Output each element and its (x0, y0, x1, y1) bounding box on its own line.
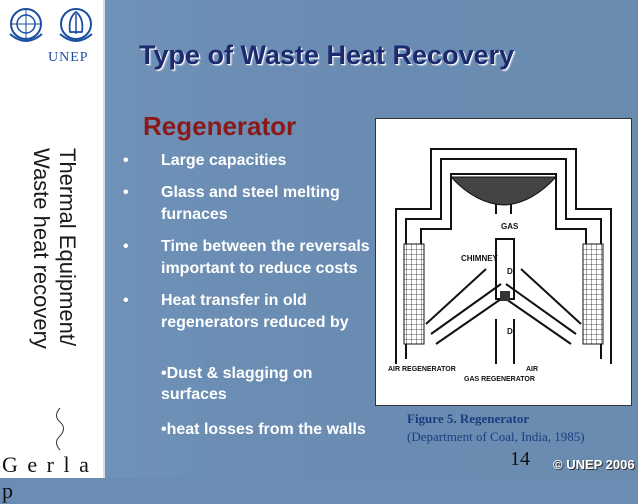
sub-bullet-item: •heat losses from the walls (161, 421, 366, 438)
unep-label: UNEP (48, 50, 89, 65)
left-panel: UNEP Thermal Equipment/ Waste heat recov… (0, 0, 105, 503)
slide-subtitle: Regenerator (143, 111, 297, 141)
label-gas-regenerator: GAS REGENERATOR (464, 376, 535, 383)
figure-caption-source: (Department of Coal, India, 1985) (407, 429, 585, 444)
gerlap-ornament-icon (56, 408, 64, 451)
label-damper-top: D (507, 267, 513, 276)
label-gas-top: GAS (501, 222, 519, 231)
bullet-marker: • (123, 238, 129, 255)
gerlap-logo-text: G e r l a p (2, 452, 91, 503)
bullet-text: Glass and steel melting furnaces (161, 184, 340, 223)
sub-bullet-list: •Dust & slagging on surfaces •heat losse… (161, 363, 371, 454)
sub-bullet-item: •Dust & slagging on surfaces (161, 365, 313, 403)
figure-caption: Figure 5. Regenerator (Department of Coa… (407, 410, 585, 446)
vertical-title-line-2: Waste heat recovery (29, 148, 54, 349)
copyright: © UNEP 2006 (553, 457, 635, 472)
bullet-item: • Large capacities (121, 150, 371, 172)
un-emblem-icon (9, 8, 43, 42)
bullet-text: Heat transfer in old regenerators reduce… (161, 292, 349, 331)
bullet-item: • Glass and steel melting furnaces (121, 182, 371, 226)
bullet-item: • Heat transfer in old regenerators reduc… (121, 290, 371, 334)
bullet-item: • Time between the reversals important to… (121, 236, 371, 280)
page-number: 14 (510, 448, 530, 470)
label-damper-bottom: D (507, 327, 513, 336)
regenerator-diagram: GAS CHIMNEY D D AIR REGENERATOR GAS REGE… (388, 148, 612, 383)
bullet-marker: • (123, 184, 129, 201)
unep-emblem-icon (59, 8, 93, 42)
bullet-marker: • (123, 292, 129, 309)
vertical-title-line-1: Thermal Equipment/ (55, 148, 80, 347)
regenerator-figure: GAS CHIMNEY D D AIR REGENERATOR GAS REGE… (375, 118, 632, 406)
figure-caption-title: Figure 5. Regenerator (407, 411, 530, 426)
label-air-regenerator: AIR REGENERATOR (388, 366, 456, 373)
bullet-text: Time between the reversals important to … (161, 238, 370, 277)
slide-title: Type of Waste Heat Recovery (139, 40, 515, 70)
bullet-marker: • (123, 152, 129, 169)
label-air: AIR (526, 366, 538, 373)
bullet-text: Large capacities (161, 152, 287, 169)
label-chimney: CHIMNEY (461, 254, 499, 263)
bullet-list: • Large capacities • Glass and steel melti… (121, 150, 371, 344)
